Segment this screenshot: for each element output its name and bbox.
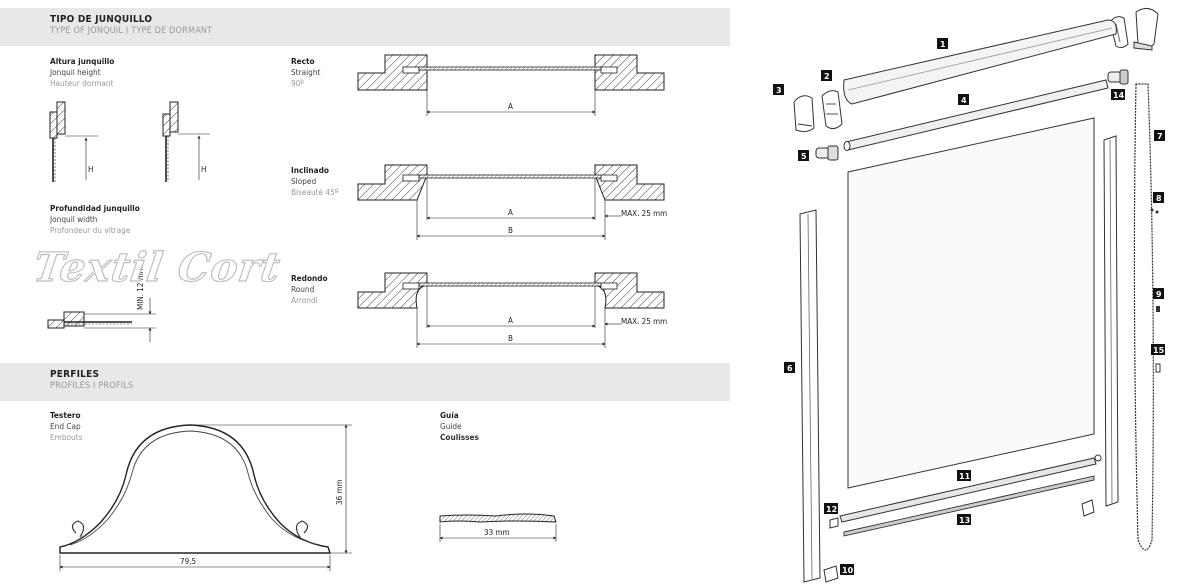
label-fr: Arrondi	[291, 295, 318, 305]
round-profile-diagram: A B MAX. 25 mm	[357, 272, 667, 348]
label-en: Jonquil width	[50, 214, 98, 224]
label-sloped: Inclinado Sloped Biseauté 45º	[291, 165, 338, 198]
dim-max-round: MAX. 25 mm	[621, 317, 667, 326]
label-es: Inclinado	[291, 165, 329, 175]
watermark-logo: Textil Cort	[30, 243, 284, 291]
tag-8: 8	[1156, 194, 1162, 203]
part-1-cassette	[843, 19, 1117, 105]
dim-b-sloped: B	[508, 226, 513, 235]
part-6-left-guide	[799, 209, 821, 583]
exploded-view-diagram: 1 2 3 4 5 6 7 8 9 10 11 12 13 14 15	[773, 8, 1165, 583]
label-round: Redondo Round Arrondi	[291, 273, 328, 306]
tag-11: 11	[959, 472, 971, 481]
guide-profile-diagram: 33 mm	[439, 513, 557, 542]
right-guide	[1103, 135, 1119, 507]
tag-1: 1	[940, 40, 946, 49]
profiles-section-header: PERFILES PROFILES I PROFILS	[0, 363, 730, 401]
tag-6: 6	[787, 364, 793, 373]
part-11-bottom-bar	[839, 454, 1102, 523]
label-guide: Guía Guide Coulisses	[440, 410, 479, 443]
dim-a-round: A	[508, 316, 513, 325]
part-3-bracket	[793, 95, 815, 133]
tag-7: 7	[1157, 132, 1163, 141]
tag-9: 9	[1156, 290, 1162, 299]
part-13-bottom-profile	[843, 475, 1095, 537]
tag-2: 2	[824, 72, 830, 81]
top-bracket-right	[1133, 8, 1159, 51]
tag-14: 14	[1113, 91, 1125, 100]
label-en: Guide	[440, 421, 462, 431]
label-jonquil-height: Altura junquillo Jonquil height Hauteur …	[50, 56, 114, 89]
part-15-weight	[1155, 363, 1161, 373]
part-9-stopper	[1156, 306, 1160, 312]
part-12-clip	[829, 517, 839, 529]
dim-max-sloped: MAX. 25 mm	[621, 209, 667, 218]
label-en: Straight	[291, 67, 321, 77]
jonquil-section-header: TIPO DE JUNQUILLO TYPE OF JONQUIL I TYPE…	[0, 8, 730, 46]
tag-12: 12	[826, 505, 837, 514]
part-4-tube	[843, 79, 1109, 151]
dim-a-straight: A	[508, 102, 513, 111]
tag-4: 4	[961, 96, 967, 105]
label-en: Sloped	[291, 176, 317, 186]
dim-h-2: H	[201, 165, 206, 174]
label-es: Profundidad junquillo	[50, 203, 140, 213]
jonquil-height-diagram-2: H	[162, 101, 210, 182]
jonquil-width-diagram: MIN. 12 mm	[47, 266, 156, 342]
label-en: End Cap	[50, 421, 81, 431]
dim-h-1: H	[88, 165, 93, 174]
label-jonquil-width: Profundidad junquillo Jonquil width Prof…	[50, 203, 140, 236]
tag-3: 3	[776, 86, 782, 95]
label-endcap: Testero End Cap Embouts	[50, 410, 82, 443]
part-5-plug	[815, 145, 839, 161]
part-number-tags: 1 2 3 4 5 6 7 8 9 10 11 12 13 14 15	[773, 38, 1165, 575]
label-es: Altura junquillo	[50, 56, 115, 66]
label-fr: Embouts	[50, 432, 83, 442]
jonquil-section-subtitle: TYPE OF JONQUIL I TYPE DE DORMANT	[50, 26, 213, 36]
part-10-clip	[823, 565, 839, 583]
part-14-plug	[1107, 69, 1129, 85]
straight-profile-diagram: A	[357, 54, 665, 116]
tag-10: 10	[842, 566, 854, 575]
dim-min: MIN. 12 mm	[136, 266, 145, 310]
fabric-panel	[847, 117, 1095, 489]
label-fr: Coulisses	[440, 432, 479, 442]
label-fr: Biseauté 45º	[291, 187, 339, 197]
dim-guide-w: 33 mm	[484, 528, 509, 537]
label-es: Testero	[50, 410, 81, 420]
profiles-section-subtitle: PROFILES I PROFILS	[50, 381, 134, 391]
part-7-chain	[1133, 83, 1154, 551]
profiles-section-title: PERFILES	[50, 369, 100, 380]
endcap-profile-diagram: 36 mm 79,5	[59, 424, 352, 571]
label-fr: 90º	[291, 78, 304, 88]
dim-endcap-w: 79,5	[180, 557, 196, 566]
dim-b-round: B	[508, 334, 513, 343]
label-straight: Recto Straight 90º	[291, 56, 320, 89]
tag-13: 13	[959, 516, 970, 525]
tag-5: 5	[801, 152, 807, 161]
dim-endcap-h: 36 mm	[335, 480, 344, 505]
label-es: Guía	[440, 410, 459, 420]
label-en: Jonquil height	[50, 67, 101, 77]
label-es: Recto	[291, 56, 315, 66]
label-fr: Profondeur du vitrage	[50, 225, 131, 235]
jonquil-section-title: TIPO DE JUNQUILLO	[50, 14, 153, 25]
label-fr: Hauteur dormant	[50, 78, 114, 88]
part-2-bracket	[821, 90, 843, 130]
dim-a-sloped: A	[508, 208, 513, 217]
jonquil-height-diagram-1: H	[49, 101, 98, 182]
label-es: Redondo	[291, 273, 328, 283]
bottom-end-piece	[1081, 499, 1095, 517]
part-8-connector	[1150, 208, 1159, 214]
label-en: Round	[291, 284, 315, 294]
sloped-profile-diagram: A B MAX. 25 mm	[357, 164, 667, 240]
tag-15: 15	[1153, 346, 1165, 355]
